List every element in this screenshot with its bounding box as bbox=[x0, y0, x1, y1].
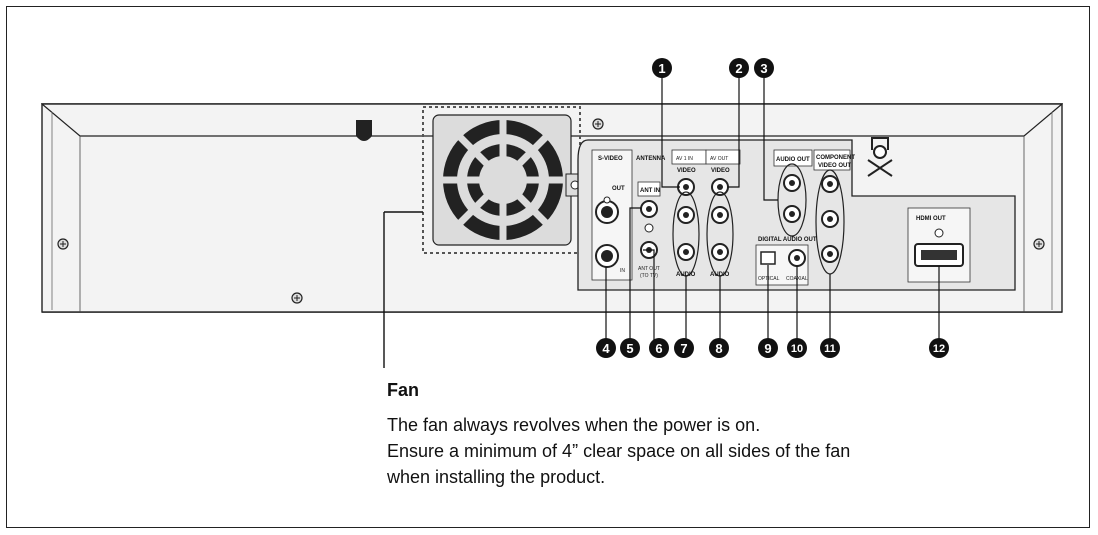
label-av1-in: AV 1 IN bbox=[676, 156, 693, 162]
svg-text:6: 6 bbox=[655, 341, 662, 356]
label-ant-out-sub: (TO TV) bbox=[640, 273, 658, 279]
leader-lines bbox=[605, 75, 940, 340]
callout-3: 3 bbox=[754, 58, 774, 78]
callout-8: 8 bbox=[709, 338, 729, 358]
svg-text:5: 5 bbox=[626, 341, 633, 356]
label-optical: OPTICAL bbox=[758, 276, 780, 282]
label-ant-out: ANT OUT bbox=[638, 266, 660, 272]
svg-text:3: 3 bbox=[760, 61, 767, 76]
svg-text:2: 2 bbox=[735, 61, 742, 76]
fan-icon bbox=[383, 106, 585, 368]
label-digital-audio-out: DIGITAL AUDIO OUT bbox=[758, 237, 817, 243]
callout-1: 1 bbox=[652, 58, 672, 78]
label-antenna: ANTENNA bbox=[636, 156, 666, 162]
svg-text:7: 7 bbox=[680, 341, 687, 356]
label-component-2: VIDEO OUT bbox=[818, 163, 851, 169]
label-s-video-in: IN bbox=[620, 268, 625, 274]
svg-text:12: 12 bbox=[933, 343, 945, 355]
connector-panel: S-VIDEO OUT IN ANTENNA ANT IN ANT OUT (T… bbox=[577, 137, 1016, 291]
callout-2: 2 bbox=[729, 58, 749, 78]
fan-title: Fan bbox=[387, 380, 420, 400]
callout-5: 5 bbox=[620, 338, 640, 358]
svg-text:9: 9 bbox=[764, 341, 771, 356]
svg-text:8: 8 bbox=[715, 341, 722, 356]
callout-11: 11 bbox=[820, 338, 840, 358]
fan-note-line-3: when installing the product. bbox=[387, 467, 606, 487]
callout-10: 10 bbox=[787, 338, 807, 358]
callout-12: 12 bbox=[929, 338, 949, 358]
svg-text:11: 11 bbox=[824, 343, 836, 355]
figure-border bbox=[6, 6, 1090, 528]
label-s-video-out: OUT bbox=[612, 186, 625, 192]
callout-9: 9 bbox=[758, 338, 778, 358]
callout-7: 7 bbox=[674, 338, 694, 358]
label-s-video: S-VIDEO bbox=[598, 156, 623, 162]
label-video-1: VIDEO bbox=[677, 168, 696, 174]
callout-4: 4 bbox=[596, 338, 616, 358]
callout-badges: 1 2 3 4 5 6 7 8 9 10 11 12 bbox=[596, 58, 949, 358]
fan-note-line-2: Ensure a minimum of 4” clear space on al… bbox=[387, 441, 851, 461]
svg-text:1: 1 bbox=[658, 61, 665, 76]
label-audio-1: AUDIO bbox=[676, 272, 696, 278]
label-audio-2: AUDIO bbox=[710, 272, 730, 278]
label-av-out: AV OUT bbox=[710, 156, 728, 162]
label-hdmi-out: HDMI OUT bbox=[916, 216, 946, 222]
svg-text:4: 4 bbox=[602, 341, 610, 356]
label-video-2: VIDEO bbox=[711, 168, 730, 174]
label-ant-in: ANT IN bbox=[640, 188, 660, 194]
label-component-1: COMPONENT bbox=[816, 155, 855, 161]
callout-6: 6 bbox=[649, 338, 669, 358]
fan-note-line-1: The fan always revolves when the power i… bbox=[387, 415, 761, 435]
svg-text:10: 10 bbox=[791, 343, 803, 355]
label-audio-out: AUDIO OUT bbox=[776, 157, 810, 163]
